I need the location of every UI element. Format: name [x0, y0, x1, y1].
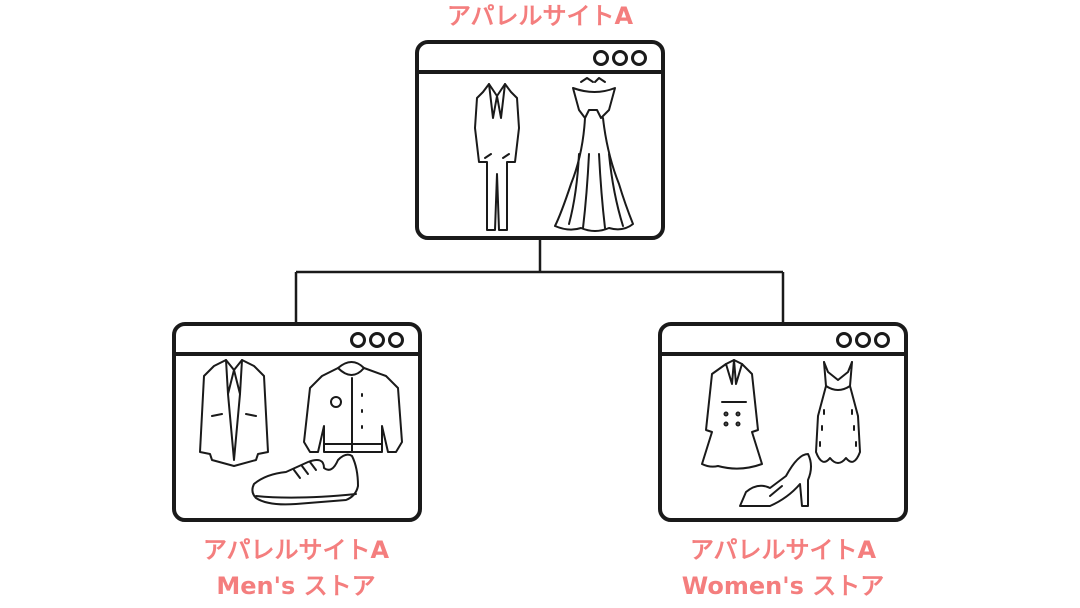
window-dot-icon	[593, 50, 609, 66]
gown-icon	[554, 77, 634, 232]
blazer-icon	[199, 359, 269, 467]
window-controls	[350, 332, 404, 348]
window-dot-icon	[612, 50, 628, 66]
window-dot-icon	[874, 332, 890, 348]
high-heel-icon	[739, 453, 812, 507]
womens-site-title: アパレルサイトA Women's ストア	[623, 532, 943, 604]
mens-site-title: アパレルサイトA Men's ストア	[136, 532, 456, 604]
mens-title-line1: アパレルサイトA	[202, 536, 390, 564]
bomber-jacket-icon	[303, 361, 403, 453]
window-controls	[836, 332, 890, 348]
window-dot-icon	[350, 332, 366, 348]
window-titlebar	[176, 326, 418, 356]
window-controls	[593, 50, 647, 66]
window-dot-icon	[369, 332, 385, 348]
mens-browser-window	[172, 322, 422, 522]
suit-icon	[474, 83, 520, 231]
window-titlebar	[662, 326, 904, 356]
window-dot-icon	[855, 332, 871, 348]
window-dot-icon	[631, 50, 647, 66]
mens-window-content	[199, 359, 403, 506]
womens-window-content	[701, 359, 861, 507]
top-browser-window	[415, 40, 665, 240]
womens-browser-window	[658, 322, 908, 522]
mens-title-line2: Men's ストア	[216, 572, 376, 600]
trench-coat-icon	[701, 359, 763, 470]
top-window-content	[474, 77, 634, 232]
window-dot-icon	[388, 332, 404, 348]
womens-title-line1: アパレルサイトA	[689, 536, 877, 564]
window-titlebar	[419, 44, 661, 74]
top-site-title: アパレルサイトA	[446, 2, 634, 30]
dress-icon	[815, 361, 861, 464]
window-dot-icon	[836, 332, 852, 348]
womens-title-line2: Women's ストア	[681, 572, 885, 600]
sneaker-icon	[251, 453, 359, 506]
